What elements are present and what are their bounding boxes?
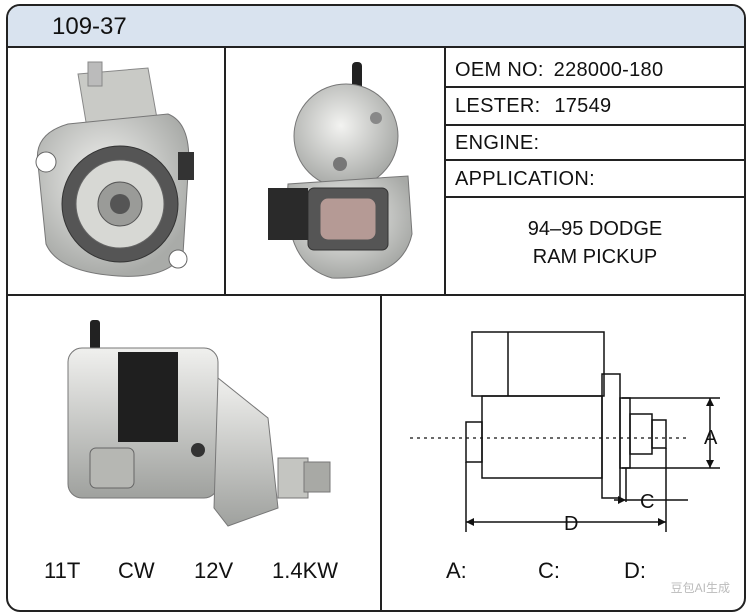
starter-rear-view-image — [232, 54, 438, 290]
dimension-a-label: A: — [446, 558, 467, 583]
application-label: APPLICATION: — [455, 168, 595, 190]
divider-horizontal-middle — [8, 294, 744, 296]
application-line-2: RAM PICKUP — [532, 246, 658, 268]
engine-label: ENGINE: — [455, 132, 540, 154]
dimension-diagram: A C D — [388, 306, 738, 546]
divider-vertical-bottom — [380, 296, 382, 610]
oem-value: 228000-180 — [553, 59, 664, 81]
oem-label: OEM NO: — [455, 59, 544, 81]
starter-front-view-image — [18, 54, 218, 290]
watermark: 豆包AI生成 — [670, 581, 730, 595]
spec-row-divider-4 — [444, 196, 744, 198]
dimension-d-label: D: — [624, 558, 646, 583]
lester-value: 17549 — [554, 95, 612, 117]
spec-row-divider-2 — [444, 124, 744, 126]
divider-vertical-1 — [224, 46, 226, 296]
diagram-label-d: D — [564, 513, 578, 535]
power: 1.4KW — [272, 558, 339, 583]
dimension-c-label: C: — [538, 558, 560, 583]
application-line-1: 94–95 DODGE — [527, 218, 663, 240]
starter-side-view-image — [38, 318, 348, 544]
diagram-label-a: A — [704, 427, 718, 449]
part-code: 109-37 — [52, 13, 127, 40]
voltage: 12V — [194, 558, 234, 583]
rotation: CW — [118, 558, 155, 583]
header-bar: 109-37 — [8, 6, 744, 48]
teeth-count: 11T — [44, 558, 81, 583]
product-sheet: 109-37 — [6, 4, 746, 612]
spec-row-divider-3 — [444, 159, 744, 161]
divider-vertical-2 — [444, 46, 446, 296]
lester-label: LESTER: — [455, 95, 541, 117]
diagram-label-c: C — [640, 491, 654, 513]
spec-row-divider-1 — [444, 86, 744, 88]
